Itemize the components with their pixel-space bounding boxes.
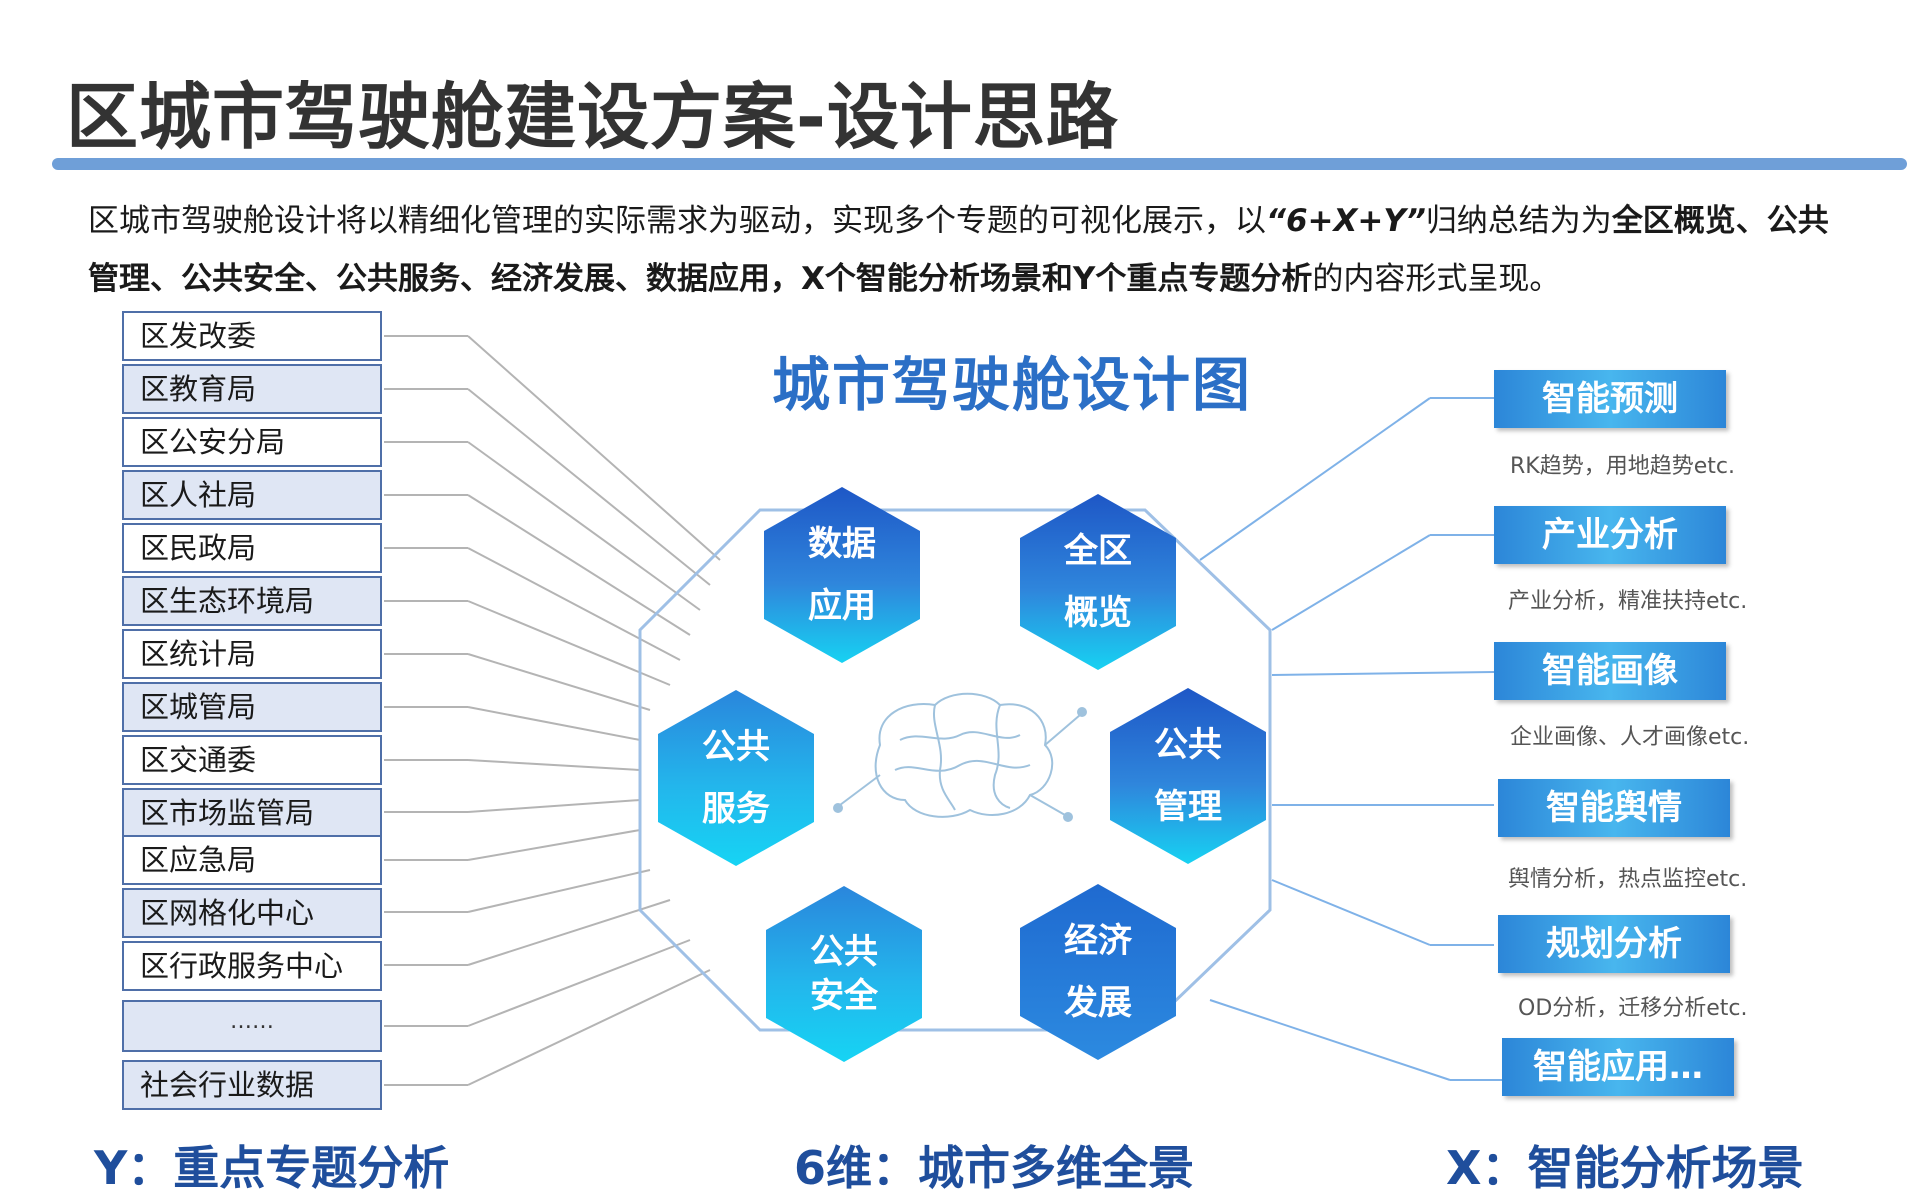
scene-smart-sentiment: 智能舆情 [1498,779,1730,837]
scene-desc: OD分析，迁移分析etc. [1518,996,1748,1021]
intro-text-2: 归纳总结为为 [1425,203,1612,239]
dept-box: 区城管局 [122,682,382,732]
hex-label: 经济 [1064,921,1132,961]
dept-box: 区发改委 [122,311,382,361]
page-title: 区城市驾驶舱建设方案-设计思路 [66,75,1119,159]
dept-box: 区人社局 [122,470,382,520]
dept-box: 区应急局 [122,835,382,885]
hex-label: 概览 [1064,593,1132,633]
scene-desc: RK趋势，用地趋势etc. [1510,454,1735,479]
diagram-title: 城市驾驶舱设计图 [772,351,1253,419]
dept-box: 区市场监管局 [122,788,382,838]
hex-label: 服务 [702,789,770,829]
hex-label: 安全 [810,976,878,1016]
dept-box: 区统计局 [122,629,382,679]
dept-box: 区生态环境局 [122,576,382,626]
scene-smart-application: 智能应用… [1502,1038,1734,1096]
hex-label: 管理 [1154,787,1222,827]
hex-label: 公共 [702,727,770,767]
scene-smart-forecast: 智能预测 [1494,370,1726,428]
dept-box: 区行政服务中心 [122,941,382,991]
intro-text-1: 区城市驾驶舱设计将以精细化管理的实际需求为驱动，实现多个专题的可视化展示，以 [88,203,1266,239]
intro-text-3: 的内容形式呈现。 [1312,261,1561,297]
dept-box: 区网格化中心 [122,888,382,938]
intro-bold-topics: 全区概览、公共管理、公共安全、公共服务、经济发展、数据应用，X个智能分析场景和Y… [88,203,1829,297]
hex-label: 应用 [808,586,876,626]
intro-paragraph: 区城市驾驶舱设计将以精细化管理的实际需求为驱动，实现多个专题的可视化展示，以“6… [88,192,1858,308]
title-underline [52,158,1907,170]
hex-label: 公共 [810,932,878,972]
brain-icon [833,692,1087,822]
dept-box: 区交通委 [122,735,382,785]
footer-six-dimensions: 6维：城市多维全景 [794,1141,1195,1195]
hex-label: 数据 [808,524,876,564]
dept-social-data: 社会行业数据 [122,1060,382,1110]
scene-desc: 产业分析，精准扶持etc. [1508,589,1748,614]
hex-label: 公共 [1154,725,1222,765]
scene-desc: 企业画像、人才画像etc. [1510,725,1750,750]
intro-formula: “6+X+Y” [1266,203,1426,239]
scene-industry-analysis: 产业分析 [1494,506,1726,564]
footer-y-topics: Y：重点专题分析 [94,1141,450,1195]
dept-box: 区民政局 [122,523,382,573]
scene-planning-analysis: 规划分析 [1498,915,1730,973]
footer-x-scenes: X：智能分析场景 [1446,1141,1804,1195]
dept-box: 区教育局 [122,364,382,414]
scene-smart-portrait: 智能画像 [1494,642,1726,700]
hex-label: 发展 [1064,983,1132,1023]
dept-box: 区公安分局 [122,417,382,467]
scene-desc: 舆情分析，热点监控etc. [1508,867,1748,892]
hex-label: 全区 [1064,531,1132,571]
dept-more: …… [122,1000,382,1052]
